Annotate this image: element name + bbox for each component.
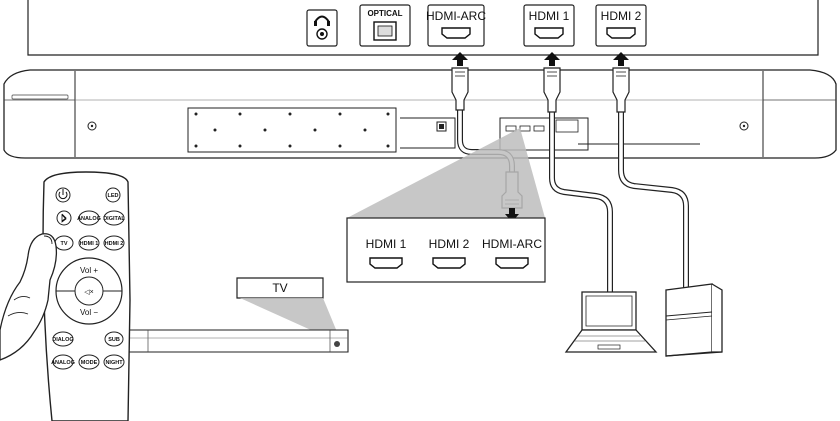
sub-button[interactable]: SUB xyxy=(104,331,124,347)
laptop-icon xyxy=(564,291,658,353)
svg-text:DIGITAL: DIGITAL xyxy=(103,216,125,222)
insert-arrow-icon xyxy=(452,52,468,66)
svg-text:DIALOG: DIALOG xyxy=(52,337,73,343)
volume-up-button[interactable]: Vol + xyxy=(80,266,98,275)
tv-port-hdmi-arc: HDMI-ARC xyxy=(426,4,486,47)
digital-button[interactable]: DIGITAL xyxy=(103,210,125,226)
tv-label: TV xyxy=(272,281,287,295)
hdmi-port-icon xyxy=(606,27,636,39)
hdmi-cable-2 xyxy=(612,67,689,288)
soundbar-port-callout: HDMI 1 HDMI 2 HDMI-ARC xyxy=(346,217,546,283)
svg-text:ANALOG: ANALOG xyxy=(51,360,75,366)
hdmi-1-button[interactable]: HDMI 1 xyxy=(78,235,100,251)
svg-text:TV: TV xyxy=(60,241,67,247)
svg-text:ANALOG: ANALOG xyxy=(77,216,101,222)
insert-arrow-icon xyxy=(544,52,560,66)
callout-hdmi-arc-label: HDMI-ARC xyxy=(482,237,542,251)
power-button[interactable] xyxy=(55,187,71,203)
hdmi-port-icon xyxy=(369,257,403,269)
tv-port-hdmi-1: HDMI 1 xyxy=(523,4,575,47)
panel-screws xyxy=(194,112,390,148)
svg-text:HDMI 2: HDMI 2 xyxy=(105,241,124,247)
game-console-icon xyxy=(665,283,723,357)
hdmi-port-icon xyxy=(441,27,471,39)
tv-port-optical: OPTICAL xyxy=(359,4,411,47)
hdmi-1-label: HDMI 1 xyxy=(529,9,570,23)
tv-button[interactable]: TV xyxy=(54,235,74,251)
hdmi-arc-label: HDMI-ARC xyxy=(426,9,486,23)
remote-control: LED ANALOG DIGITAL TV HDMI 1 HDMI 2 xyxy=(42,171,131,421)
mode-button[interactable]: MODE xyxy=(78,354,100,370)
svg-text:MODE: MODE xyxy=(81,360,98,366)
svg-text:NIGHT: NIGHT xyxy=(105,360,123,366)
soundbar-front xyxy=(111,329,349,353)
tv-back-panel xyxy=(27,0,819,56)
hdmi-port-icon xyxy=(534,27,564,39)
svg-text:SUB: SUB xyxy=(108,337,120,343)
tv-screen: TV xyxy=(236,277,324,299)
soundbar xyxy=(3,69,837,159)
dialog-button[interactable]: DIALOG xyxy=(52,331,74,347)
svg-text:LED: LED xyxy=(108,193,119,199)
led-button[interactable]: LED xyxy=(105,187,121,203)
analog-button[interactable]: ANALOG xyxy=(77,210,101,226)
hand-icon xyxy=(0,233,58,361)
volume-down-button[interactable]: Vol − xyxy=(80,308,98,317)
tv-port-headphone xyxy=(306,9,338,47)
hdmi-port-icon xyxy=(432,257,466,269)
mute-button[interactable]: ◁× xyxy=(84,289,93,296)
svg-text:HDMI 1: HDMI 1 xyxy=(80,241,99,247)
callout-hdmi-1-label: HDMI 1 xyxy=(366,237,407,251)
zoom-wedge xyxy=(347,128,545,218)
insert-arrow-icon xyxy=(613,52,629,66)
tv-port-hdmi-2: HDMI 2 xyxy=(595,4,647,47)
bluetooth-icon xyxy=(61,213,67,223)
volume-ring xyxy=(55,257,123,325)
hdmi-port-icon xyxy=(495,257,529,269)
callout-hdmi-2-label: HDMI 2 xyxy=(429,237,470,251)
headphone-icon xyxy=(314,15,330,40)
bluetooth-button[interactable] xyxy=(56,210,72,226)
optical-label: OPTICAL xyxy=(367,9,402,18)
hdmi-cable-1 xyxy=(543,67,613,292)
hdmi-2-label: HDMI 2 xyxy=(601,9,642,23)
hdmi-2-button[interactable]: HDMI 2 xyxy=(103,235,125,251)
analog-2-button[interactable]: ANALOG xyxy=(51,354,75,370)
optical-port-icon xyxy=(373,21,397,41)
night-button[interactable]: NIGHT xyxy=(103,354,125,370)
